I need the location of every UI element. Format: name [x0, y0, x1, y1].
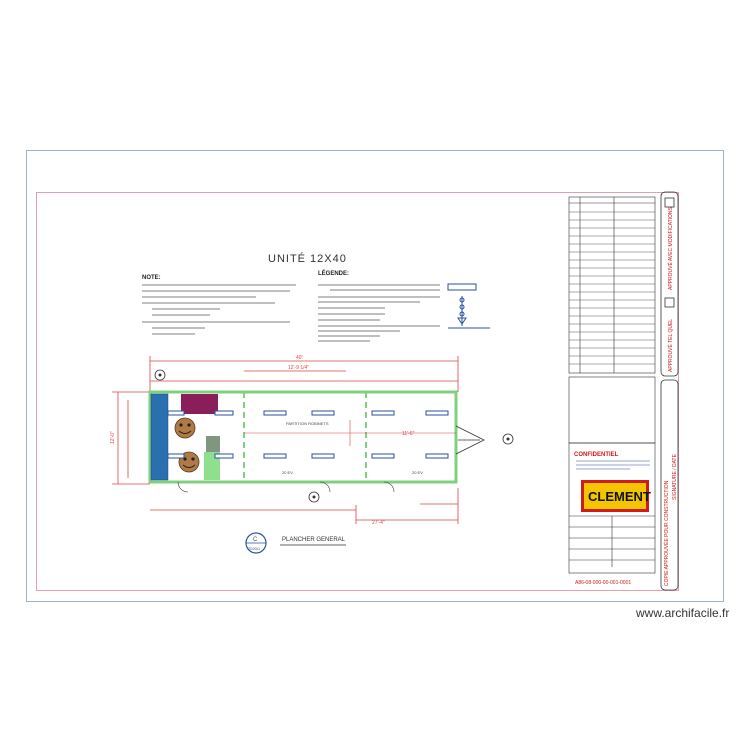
partition-label: PARTITION ROBINETS: [286, 421, 329, 426]
revision-rows: [569, 211, 655, 365]
drawing-number: A86-08-000-00-001-0001: [575, 580, 631, 586]
section-marker-icon: [502, 433, 514, 445]
section-dimensions: [150, 370, 458, 382]
plan-ref-top: C: [253, 537, 258, 543]
plan-ref-bottom: 2020/1: [248, 546, 261, 551]
plan-label: PLANCHER GENERAL: [282, 537, 346, 543]
legend-symbols: [447, 283, 490, 329]
approval-as-is: APPROUVÉ TEL QUEL: [667, 319, 674, 372]
light-fixtures: [167, 410, 449, 459]
blue-storage-panel: [150, 393, 169, 481]
overall-length-label: 40': [296, 355, 303, 361]
building-walls: [148, 390, 458, 484]
overall-dimension: [149, 356, 459, 392]
outlet-label: 20 EV: [282, 470, 293, 475]
note-lines: [142, 284, 296, 335]
door-swing: [177, 481, 395, 493]
outlet-label: 20 EV: [412, 470, 423, 475]
watermark: www.archifacile.fr: [636, 606, 730, 620]
legend-heading: LÉGENDE:: [318, 269, 349, 277]
company-logo-text: CLEMENT: [588, 489, 651, 504]
approval-with-modifications: APPROUVÉ AVEC MODIFICATIONS: [667, 206, 674, 290]
section-marker-icon: [308, 491, 320, 503]
signature-date-label: SIGNATURE / DATE: [672, 453, 678, 500]
right-section-dim: 11'-6": [402, 431, 415, 437]
bottom-dim-label: 27'-4": [372, 520, 385, 526]
approval-panels: [660, 191, 679, 591]
toilet-icon: [174, 417, 196, 439]
green-fixture: [204, 452, 220, 480]
dark-fixture: [206, 436, 220, 452]
company-logo: [581, 480, 649, 512]
section-dim-label: 12'-9 1/4": [288, 365, 309, 371]
plan-reference-bubble: [245, 532, 267, 554]
drawing-frame-outer: [26, 150, 724, 602]
drawing-frame-inner: [36, 192, 679, 591]
title-block: [568, 376, 656, 574]
magenta-cabinet: [181, 394, 218, 414]
bottom-dimensions: [150, 488, 459, 524]
section-marker-icon: [154, 369, 166, 381]
drawing-title: UNITÉ 12X40: [268, 252, 347, 265]
confidential-label: CONFIDENTIEL: [574, 452, 619, 458]
revision-table: [568, 196, 656, 374]
note-heading: NOTE:: [142, 275, 161, 281]
interior-lines: [244, 420, 456, 446]
legend-lines: [318, 284, 440, 342]
entry-door: [455, 425, 485, 455]
side-dimension: [112, 391, 150, 485]
confidential-note-lines: [576, 460, 650, 470]
side-dim-label: 12'-0": [110, 431, 116, 444]
approved-copy-note: COPIE APPROUVÉE POUR CONSTRUCTION: [663, 480, 670, 586]
